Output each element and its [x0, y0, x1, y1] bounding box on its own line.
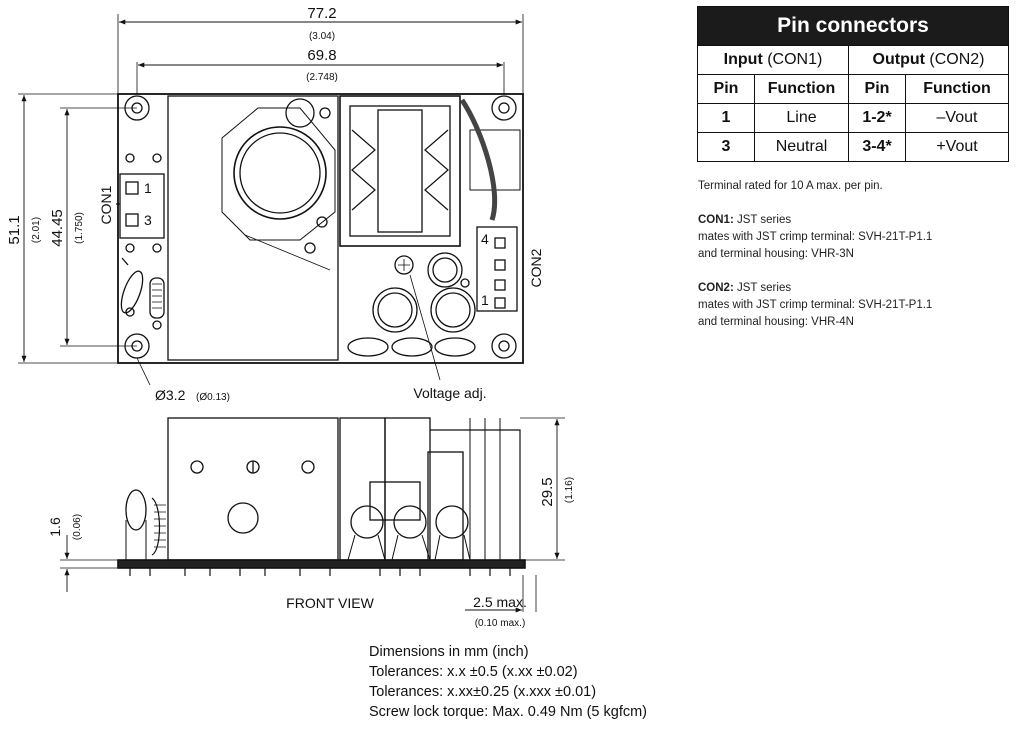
lead-length-value: 2.5 max.: [473, 594, 527, 610]
table-row: 1 Line 1-2* –Vout: [697, 103, 1010, 133]
output-header: Output (CON2): [847, 45, 1010, 75]
pcb-outline: [117, 93, 524, 364]
cap-front: [393, 505, 427, 539]
voltage-adj-pot: [394, 255, 414, 275]
con1-label: CON1: [98, 185, 114, 224]
dim-pitch-x-value: 69.8: [307, 47, 336, 64]
front-height-inch: (1.16): [564, 477, 575, 503]
tolerance-line-2: Tolerances: x.xx±0.25 (x.xxx ±0.01): [369, 684, 597, 700]
mounting-hole: [491, 95, 517, 121]
fuse-component: [120, 257, 165, 319]
con2-note: CON2: JST series mates with JST crimp te…: [698, 280, 1018, 331]
con1-note: CON1: JST series mates with JST crimp te…: [698, 212, 1018, 263]
transformer-side: [167, 417, 339, 561]
mounting-hole: [124, 95, 150, 121]
dim-height-inch: (2.01): [31, 217, 42, 243]
dim-pitch-y-inch: (1.750): [74, 212, 85, 244]
output-function-cell: –Vout: [904, 103, 1010, 133]
connector-notes: Terminal rated for 10 A max. per pin. CO…: [698, 178, 1018, 348]
hole-diameter-value: Ø3.2: [155, 387, 186, 403]
input-pin-cell: 1: [697, 103, 755, 133]
con1-note-housing: and terminal housing: VHR-3N: [698, 248, 854, 260]
output-header-bold: Output: [872, 51, 925, 68]
output-function-cell: +Vout: [904, 132, 1010, 162]
top-view: [18, 14, 524, 386]
diodes-row: [347, 337, 476, 357]
input-header-rest: (CON1): [762, 51, 823, 68]
con2-note-head: CON2:: [698, 282, 734, 294]
con2-note-terminal: mates with JST crimp terminal: SVH-21T-P…: [698, 299, 933, 311]
output-pin-cell: 1-2*: [848, 103, 906, 133]
terminal-rating-note: Terminal rated for 10 A max. per pin.: [698, 180, 883, 192]
pcb-edge: [117, 559, 526, 569]
col-header-function: Function: [904, 74, 1010, 104]
col-header-pin: Pin: [697, 74, 755, 104]
pin-connectors-table: Pin connectors Input (CON1) Output (CON2…: [696, 6, 1010, 162]
con2-note-housing: and terminal housing: VHR-4N: [698, 316, 854, 328]
con2-label: CON2: [528, 248, 544, 287]
front-height-value: 29.5: [539, 477, 556, 506]
tolerance-line-1: Tolerances: x.x ±0.5 (x.xx ±0.02): [369, 664, 578, 680]
col-header-function: Function: [754, 74, 849, 104]
lead-length-inch: (0.10 max.): [475, 618, 526, 629]
input-header-bold: Input: [723, 51, 763, 68]
con2-connector: [476, 226, 518, 312]
front-view: [60, 417, 565, 613]
con2-note-series: JST series: [733, 282, 792, 294]
input-pin-cell: 3: [697, 132, 755, 162]
dimensions-note: Dimensions in mm (inch) Tolerances: x.x …: [369, 642, 647, 722]
standoff-inch: (0.06): [72, 514, 83, 540]
cap-front: [435, 505, 469, 539]
dim-pitch-y-value: 44.45: [49, 209, 66, 247]
standoff-value: 1.6: [47, 517, 63, 537]
con1-connector: [116, 173, 165, 239]
screw-torque-line: Screw lock torque: Max. 0.49 Nm (5 kgfcm…: [369, 704, 647, 720]
dim-width-inch: (3.04): [309, 31, 335, 42]
voltage-adj-label: Voltage adj.: [413, 385, 486, 401]
table-row: 3 Neutral 3-4* +Vout: [697, 132, 1010, 162]
input-header: Input (CON1): [697, 45, 849, 75]
con1-note-terminal: mates with JST crimp terminal: SVH-21T-P…: [698, 231, 933, 243]
table-title: Pin connectors: [696, 6, 1010, 46]
cap-front: [350, 505, 384, 539]
input-function-cell: Neutral: [754, 132, 849, 162]
con1-note-series: JST series: [733, 214, 792, 226]
heatsink: [339, 95, 521, 247]
con2-pin-4-label: 4: [481, 231, 489, 247]
dimensions-units-line: Dimensions in mm (inch): [369, 644, 529, 660]
dim-height-value: 51.1: [6, 215, 23, 244]
front-view-label: FRONT VIEW: [286, 595, 374, 611]
output-header-rest: (CON2): [924, 51, 985, 68]
con1-pin-3-label: 3: [144, 212, 152, 228]
transformer-block: [167, 95, 339, 361]
con1-pin-1-label: 1: [144, 180, 152, 196]
output-pin-cell: 3-4*: [848, 132, 906, 162]
dim-width-value: 77.2: [307, 5, 336, 22]
capacitors-top: [372, 252, 476, 333]
con2-pin-1-label: 1: [481, 292, 489, 308]
mounting-hole: [491, 333, 517, 359]
col-header-pin: Pin: [848, 74, 906, 104]
con1-note-head: CON1:: [698, 214, 734, 226]
hole-diameter-inch: (Ø0.13): [196, 392, 230, 403]
input-function-cell: Line: [754, 103, 849, 133]
dim-pitch-x-inch: (2.748): [306, 72, 338, 83]
